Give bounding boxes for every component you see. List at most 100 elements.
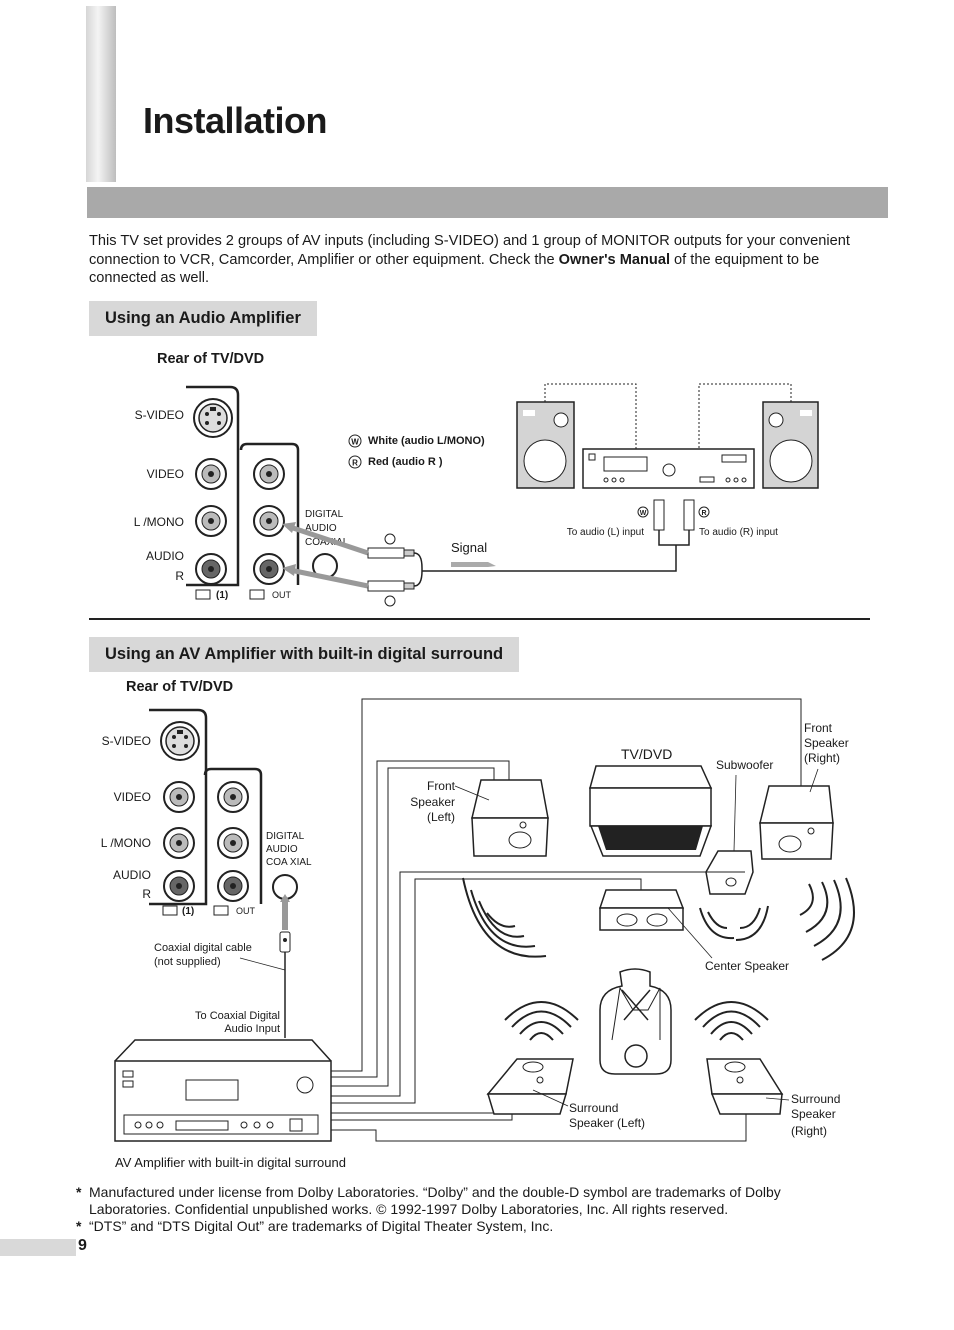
digital-label-2-3: COA XIAL bbox=[266, 857, 312, 868]
digital-label-1: DIGITAL bbox=[305, 509, 344, 520]
video-label: VIDEO bbox=[147, 467, 184, 481]
coax-arrow bbox=[282, 902, 288, 930]
av-amplifier-diagram: S-VIDEO VIDEO L /MONO AUDIO R (1) OUT DI… bbox=[101, 698, 855, 1142]
input-1-label-2: (1) bbox=[182, 906, 194, 917]
surround-left-label-1: Surround bbox=[569, 1101, 618, 1115]
audio-l-in-jack-2 bbox=[163, 827, 195, 859]
audio-label-2: AUDIO bbox=[113, 868, 151, 882]
section-heading-audio-amplifier: Using an Audio Amplifier bbox=[89, 301, 317, 336]
video-label-2: VIDEO bbox=[114, 790, 151, 804]
audio-label: AUDIO bbox=[146, 549, 184, 563]
section-heading-av-amplifier: Using an AV Amplifier with built-in digi… bbox=[89, 637, 520, 672]
front-right-label-2: Speaker bbox=[804, 736, 849, 750]
footnote-text-2: “DTS” and “DTS Digital Out” are trademar… bbox=[89, 1218, 554, 1234]
surround-left-speaker-icon bbox=[486, 1058, 574, 1115]
center-speaker-label: Center Speaker bbox=[705, 959, 789, 973]
front-left-label-3: (Left) bbox=[427, 810, 455, 824]
audio-amplifier-diagram: S-VIDEO VIDEO L /MONO AUDIO R (1) OUT DI… bbox=[134, 383, 819, 607]
page-number-strip bbox=[0, 1239, 76, 1256]
front-right-label-3: (Right) bbox=[804, 751, 840, 765]
jack-panel-right-2 bbox=[203, 767, 263, 904]
speaker-wire-right bbox=[698, 383, 792, 449]
to-coax-label-2: Audio Input bbox=[224, 1023, 280, 1035]
coax-cable-label-1: Coaxial digital cable bbox=[154, 942, 252, 954]
front-right-speaker-icon bbox=[759, 785, 834, 860]
surround-right-speaker-icon bbox=[706, 1058, 784, 1115]
av-amplifier-caption: AV Amplifier with built-in digital surro… bbox=[115, 1155, 346, 1170]
page-title: Installation bbox=[143, 100, 328, 141]
white-symbol: W bbox=[351, 438, 359, 447]
to-coax-label-1: To Coaxial Digital bbox=[195, 1010, 280, 1022]
front-left-label-2: Speaker bbox=[410, 795, 455, 809]
surround-left-label-2: Speaker (Left) bbox=[569, 1116, 645, 1130]
section-divider bbox=[89, 618, 870, 620]
red-plug-icon bbox=[367, 580, 415, 607]
coax-cable-label-2: (not supplied) bbox=[154, 956, 221, 968]
lmono-label: L /MONO bbox=[134, 515, 184, 529]
tv-dvd-icon bbox=[589, 765, 713, 857]
rear-of-tv-label-1: Rear of TV/DVD bbox=[157, 351, 265, 367]
amp-r-symbol: R bbox=[701, 510, 706, 517]
input-icon bbox=[195, 589, 211, 600]
r-label: R bbox=[175, 569, 184, 583]
r-label-2: R bbox=[142, 887, 151, 901]
signal-arrow-icon bbox=[451, 562, 496, 567]
tvdvd-label: TV/DVD bbox=[621, 746, 672, 762]
signal-label: Signal bbox=[451, 540, 487, 555]
digital-label-3: COAXIAL bbox=[305, 537, 349, 548]
sound-waves-icon bbox=[462, 877, 855, 1041]
amp-plug-left bbox=[653, 499, 665, 531]
footnote-dolby: * Manufactured under license from Dolby … bbox=[76, 1184, 866, 1218]
amp-plug-right bbox=[683, 499, 695, 531]
front-right-label-1: Front bbox=[804, 721, 833, 735]
front-left-label-1: Front bbox=[427, 779, 456, 793]
decorative-side-bar bbox=[86, 6, 116, 182]
page-number: 9 bbox=[78, 1237, 87, 1254]
footnote-text-1: Manufactured under license from Dolby La… bbox=[89, 1184, 781, 1217]
to-right-input-label: To audio (R) input bbox=[699, 527, 778, 538]
coax-plug-icon bbox=[279, 931, 291, 953]
red-arrow bbox=[289, 567, 369, 589]
legend-red: Red (audio R ) bbox=[368, 456, 443, 468]
left-speaker-icon bbox=[516, 401, 575, 489]
red-symbol-icon bbox=[348, 455, 362, 469]
footnote-dts: * “DTS” and “DTS Digital Out” are tradem… bbox=[76, 1218, 866, 1235]
audio-l-in-jack bbox=[195, 505, 227, 537]
input-1-label: (1) bbox=[216, 590, 228, 601]
rear-of-tv-label-2: Rear of TV/DVD bbox=[126, 679, 234, 695]
white-arrow bbox=[289, 524, 369, 556]
jack-panel-left-2 bbox=[149, 708, 208, 906]
video-out-jack-2 bbox=[217, 781, 249, 813]
intro-text-2: of the equipment to be connected as well… bbox=[89, 251, 820, 287]
audio-r-in-jack-2 bbox=[163, 870, 195, 902]
red-symbol: R bbox=[352, 459, 358, 468]
amp-w-symbol: W bbox=[640, 510, 647, 517]
output-icon bbox=[249, 589, 265, 600]
audio-r-in-jack bbox=[195, 553, 227, 585]
jack-panel-left bbox=[186, 385, 240, 587]
speaker-wire-left bbox=[544, 383, 637, 449]
digital-label-2-2: AUDIO bbox=[266, 844, 298, 855]
svideo-jack-2 bbox=[160, 721, 200, 761]
svideo-jack bbox=[193, 398, 233, 438]
footnote-marker-2: * bbox=[76, 1218, 82, 1234]
owners-manual-text: Owner's Manual bbox=[558, 251, 670, 268]
jack-panel-right bbox=[239, 442, 300, 585]
out-label-2: OUT bbox=[236, 906, 256, 916]
digital-label-2: AUDIO bbox=[305, 523, 337, 534]
front-left-speaker-icon bbox=[471, 779, 549, 857]
audio-r-out-jack bbox=[253, 553, 285, 585]
surround-right-label-1: Surround bbox=[791, 1092, 840, 1106]
subwoofer-label: Subwoofer bbox=[716, 758, 773, 772]
video-in-jack-2 bbox=[163, 781, 195, 813]
out-label: OUT bbox=[272, 590, 292, 600]
digital-label-2-1: DIGITAL bbox=[266, 831, 305, 842]
audio-r-out-jack-2 bbox=[217, 870, 249, 902]
audio-amplifier-icon bbox=[582, 448, 755, 489]
legend-white: White (audio L/MONO) bbox=[368, 435, 485, 447]
audio-l-out-jack-2 bbox=[217, 827, 249, 859]
audio-cable bbox=[413, 545, 677, 587]
av-amplifier-icon bbox=[114, 1039, 332, 1142]
right-speaker-icon bbox=[762, 401, 819, 489]
video-in-jack bbox=[195, 458, 227, 490]
